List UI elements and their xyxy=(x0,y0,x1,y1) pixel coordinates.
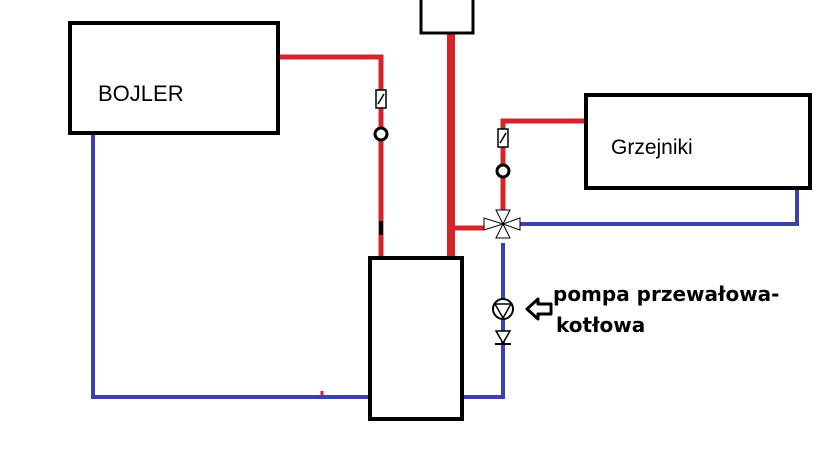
check-valve-right xyxy=(497,128,509,148)
boiler-supply-pipe xyxy=(278,54,384,258)
radiator-return-pipe xyxy=(520,188,799,226)
radiators-label: Grzejniki xyxy=(611,136,693,159)
expansion-vessel xyxy=(419,0,475,35)
check-valve-left xyxy=(375,89,387,109)
supply-pipes xyxy=(278,33,586,397)
pointer-arrow-icon xyxy=(525,297,553,321)
heat-source-tank xyxy=(368,256,464,421)
four-way-valve-icon xyxy=(483,209,521,239)
boiler-label: BOJLER xyxy=(98,81,184,106)
gauge-right xyxy=(495,163,511,179)
boiler-box xyxy=(68,21,280,135)
non-return-valve-icon xyxy=(494,330,512,345)
circulation-pump-icon xyxy=(492,298,514,320)
pump-return-pipe xyxy=(462,243,505,399)
radiators-box xyxy=(584,93,812,190)
pump-label-line1: pompa przewałowa- xyxy=(553,282,779,306)
pump-label-line2: kotłowa xyxy=(556,313,645,337)
radiator-supply-pipe xyxy=(500,118,586,212)
boiler-return-pipe xyxy=(91,134,370,399)
gauge-left xyxy=(373,126,389,142)
